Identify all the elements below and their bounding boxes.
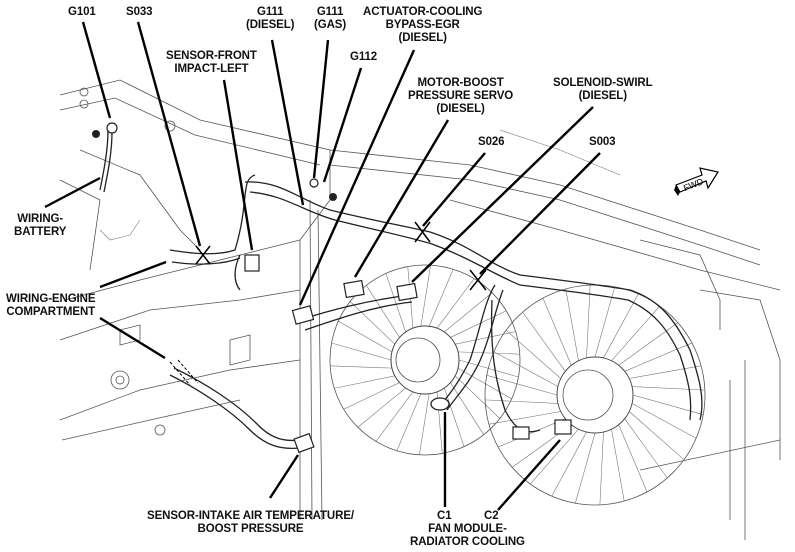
label-g111-gas: G111 (GAS): [314, 6, 347, 31]
fan-blade: [366, 285, 400, 338]
fan-blade: [594, 286, 615, 358]
fan-blade: [486, 375, 558, 396]
label-c2: C2: [484, 510, 499, 522]
leader-c2: [497, 439, 561, 511]
leader-motor-boost: [353, 119, 450, 278]
label-c1: C1: [437, 510, 452, 522]
fan-blade: [436, 278, 475, 329]
label-wiring-battery: WIRING- BATTERY: [14, 213, 67, 238]
fwd-text: FWD: [682, 176, 705, 193]
label-wiring-engine-compartment: WIRING-ENGINE COMPARTMENT: [6, 293, 96, 318]
fan-blade: [603, 293, 639, 359]
fan-blade: [385, 273, 406, 333]
fan-blade: [428, 269, 454, 327]
leader-g111-diesel: [270, 39, 305, 206]
fan-blade: [444, 387, 465, 447]
fan-blade: [375, 391, 414, 442]
leader-s033: [136, 21, 202, 247]
fan-blade: [450, 310, 507, 338]
fan-blade: [396, 393, 422, 451]
fan-blade: [631, 403, 697, 439]
label-motor-boost-pressure-servo: MOTOR-BOOST PRESSURE SERVO (DIESEL): [408, 77, 514, 115]
fan-blade: [497, 418, 566, 448]
fan-blade: [629, 411, 685, 460]
fan-blade: [331, 342, 392, 361]
fan-blade: [330, 365, 392, 369]
label-g111-diesel: G111 (DIESEL): [246, 6, 295, 31]
fan-left-art: [329, 264, 521, 456]
fan-blade: [357, 387, 406, 428]
label-sensor-intake-air-temperature: SENSOR-INTAKE AIR TEMPERATURE/ BOOST PRE…: [147, 510, 354, 535]
fan-blade: [624, 418, 668, 479]
label-s033: S033: [126, 6, 153, 18]
fan-blade: [542, 297, 572, 366]
leader-solenoid-swirl: [411, 106, 594, 283]
leader-wiring-engine-2: [99, 316, 166, 360]
label-solenoid-swirl: SOLENOID-SWIRL (DIESEL): [553, 77, 653, 102]
leader-actuator-egr: [298, 49, 416, 306]
fan-blade: [420, 265, 431, 327]
components-art: [92, 122, 572, 454]
fan-blade: [565, 288, 579, 361]
label-actuator-cooling-bypass-egr: ACTUATOR-COOLING BYPASS-EGR (DIESEL): [363, 6, 483, 44]
body-structure-art: [59, 79, 781, 540]
fan-blade: [419, 393, 430, 455]
leader-g101: [81, 21, 112, 119]
fan-blade: [599, 432, 604, 505]
fan-blade: [334, 375, 395, 389]
fan-blade: [530, 429, 579, 485]
leader-s026: [422, 152, 486, 227]
fan-blade: [343, 382, 400, 410]
fan-blade: [457, 367, 512, 400]
fan-blade: [586, 285, 591, 358]
fan-blade: [522, 311, 566, 372]
fan-blade: [488, 411, 561, 425]
fan-blade: [493, 351, 559, 387]
fan-blade: [618, 322, 679, 366]
fan-blade: [349, 301, 396, 345]
leader-lines: [44, 21, 601, 511]
fan-blade: [458, 359, 519, 378]
fan-blade: [575, 432, 596, 504]
fwd-arrow-icon: FWD: [674, 167, 719, 196]
leader-intake-air-temp: [268, 454, 300, 499]
leader-g112: [322, 67, 363, 183]
leader-sensor-front-impact: [222, 79, 254, 251]
wiring-harness-art: [99, 129, 703, 450]
label-fan-module-radiator-cooling: FAN MODULE- RADIATOR COOLING: [410, 523, 525, 548]
fan-blade: [551, 431, 587, 497]
fan-blade: [455, 331, 516, 345]
fan-blade: [611, 305, 660, 361]
fan-blade: [485, 399, 558, 404]
leader-s003: [479, 152, 601, 275]
fan-blade: [505, 330, 561, 379]
label-g112: G112: [350, 51, 378, 63]
fan-blade: [632, 386, 705, 391]
label-sensor-front-impact-left: SENSOR-FRONT IMPACT-LEFT: [166, 50, 257, 75]
fan-blade: [450, 382, 484, 435]
fan-blade: [444, 292, 493, 333]
label-s026: S026: [478, 136, 505, 148]
fan-blade: [632, 394, 704, 415]
fan-blade: [611, 429, 625, 502]
fan-blade: [458, 351, 520, 355]
fan-blade: [624, 342, 693, 372]
fan-blade: [338, 320, 393, 353]
fan-right-art: [484, 284, 706, 506]
label-g101: G101: [68, 6, 96, 18]
leader-wiring-engine: [99, 260, 167, 289]
leader-wiring-battery: [44, 176, 101, 209]
fan-blade: [454, 375, 501, 419]
fan-blade: [629, 365, 702, 379]
fan-blade: [618, 424, 648, 493]
label-s003: S003: [589, 136, 616, 148]
leader-g111-gas: [312, 39, 330, 179]
